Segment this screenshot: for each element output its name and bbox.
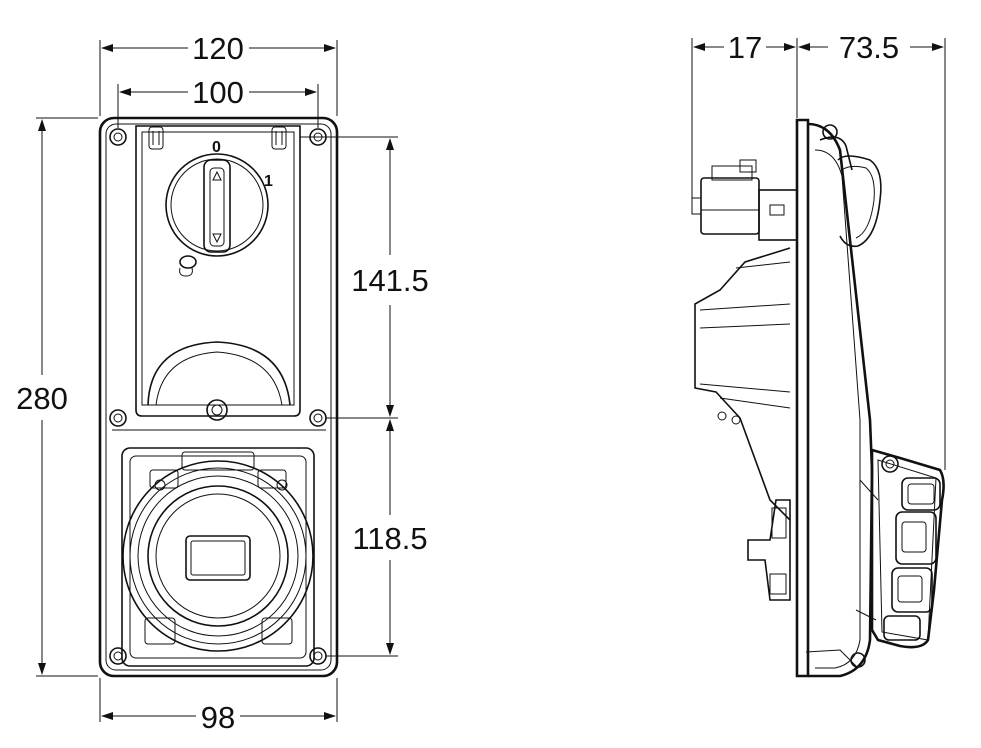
dim-upper-section: 141.5 bbox=[351, 263, 429, 298]
dim-lower-section: 118.5 bbox=[352, 521, 427, 556]
front-housing-outline bbox=[98, 116, 339, 678]
side-view bbox=[691, 118, 945, 678]
dim-inner-width: 100 bbox=[192, 75, 244, 110]
screw-top-left bbox=[109, 128, 127, 146]
hinge-left bbox=[148, 126, 164, 150]
padlock-icon bbox=[179, 255, 197, 277]
side-dimensions: 17 73.5 bbox=[691, 30, 946, 470]
socket-outlet bbox=[122, 460, 314, 652]
socket-frame bbox=[121, 447, 315, 667]
switch-position-on-label: 1 bbox=[264, 173, 273, 190]
switch-position-off-label: 0 bbox=[212, 139, 221, 156]
screw-mid-left bbox=[109, 409, 127, 427]
rotary-switch bbox=[165, 153, 269, 257]
dim-bottom-width: 98 bbox=[201, 700, 235, 735]
screw-mid-right bbox=[309, 409, 327, 427]
switch-cover bbox=[135, 125, 301, 417]
rear-housing-wedge bbox=[694, 247, 791, 521]
hinge-right bbox=[271, 126, 287, 150]
side-socket-housing bbox=[855, 448, 945, 649]
side-back-plate bbox=[795, 118, 810, 678]
dim-side-right-depth: 73.5 bbox=[839, 30, 899, 65]
switch-knob-side bbox=[837, 155, 882, 248]
dim-overall-width: 120 bbox=[192, 31, 244, 66]
dim-side-left-depth: 17 bbox=[728, 30, 762, 65]
side-housing-profile bbox=[807, 122, 874, 678]
rear-switch-module bbox=[691, 159, 798, 241]
front-dimensions: 120 100 280 141.5 118.5 98 bbox=[16, 31, 429, 735]
cover-latch-screw bbox=[206, 399, 228, 421]
cover-grip-arc bbox=[147, 341, 291, 406]
switch-cover-inner bbox=[141, 131, 295, 406]
dim-overall-height: 280 bbox=[16, 381, 68, 416]
side-bottom-screw bbox=[850, 652, 866, 668]
front-view: 0 1 bbox=[98, 116, 339, 678]
rear-socket-bracket bbox=[747, 499, 791, 601]
front-housing-inner-outline bbox=[105, 123, 332, 671]
